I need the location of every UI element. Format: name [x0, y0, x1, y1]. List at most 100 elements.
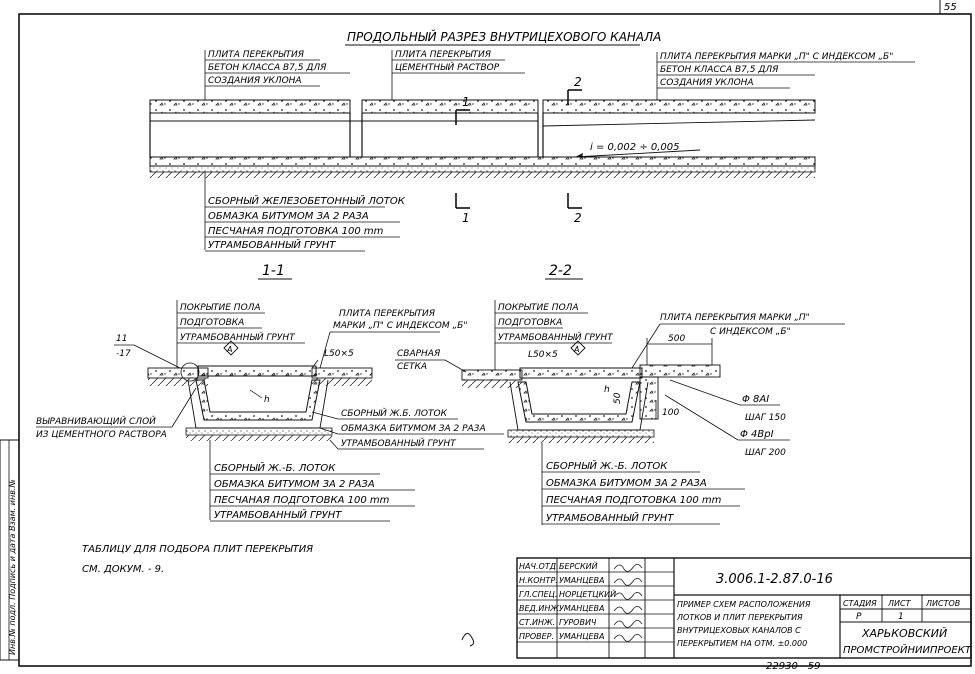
s1-level-2: ИЗ ЦЕМЕНТНОГО РАСТВОРА [36, 430, 167, 440]
s1-slab-2: МАРКИ „П" С ИНДЕКСОМ „Б" [333, 321, 468, 331]
soil [150, 172, 815, 178]
name-1: БЕРСКИЙ [559, 560, 598, 571]
s1-slab-1: ПЛИТА ПЕРЕКРЫТИЯ [339, 309, 435, 319]
sand-bed [149, 165, 816, 173]
section-1-marker: A [226, 345, 232, 354]
slab-left [149, 99, 351, 114]
s2-dim-100: 100 [662, 408, 679, 418]
s1-layer-1: ПОКРЫТИЕ ПОЛА [180, 303, 261, 313]
s1-layer-3: УТРАМБОВАННЫЙ ГРУНТ [180, 331, 296, 343]
longitudinal-section: i = 0,002 ÷ 0,005 ПЛИТА ПЕРЕКРЫТИЯ БЕТОН… [149, 50, 915, 252]
desc-1: ПРИМЕР СХЕМ РАСПОЛОЖЕНИЯ [677, 600, 811, 609]
cut-2-top: 2 [574, 75, 582, 89]
s2-rebar-2b: ШАГ 200 [745, 448, 786, 458]
long-bottom-4: УТРАМБОВАННЫЙ ГРУНТ [208, 238, 336, 251]
stage-value: Р [856, 612, 862, 622]
slab-right [542, 99, 816, 114]
callout-left-2: БЕТОН КЛАССА В7,5 ДЛЯ [208, 63, 326, 73]
s1-ref-b: -17 [116, 349, 131, 359]
role-6: ПРОВЕР. [519, 632, 554, 641]
section-1-title: 1-1 [262, 263, 285, 279]
section-2-2: 2-2 A 500 50 h 100 ПОКРЫТИЕ ПОЛА ПОДГОТО… [395, 263, 845, 525]
sheet-header: ЛИСТ [887, 599, 912, 608]
s2-layer-3: УТРАМБОВАННЫЙ ГРУНТ [498, 331, 614, 343]
left-stamp: Инв.№ подл. Подпись и дата Взам. инв.№ [0, 439, 20, 661]
slab-mid [361, 99, 539, 114]
section-2-title: 2-2 [549, 263, 572, 279]
org-line-2: ПРОМСТРОЙНИИПРОЕКТ [843, 643, 972, 656]
callout-right-3: СОЗДАНИЯ УКЛОНА [660, 78, 754, 88]
long-bottom-3: ПЕСЧАНАЯ ПОДГОТОВКА 100 mm [208, 226, 384, 237]
callout-left-3: СОЗДАНИЯ УКЛОНА [208, 76, 302, 86]
s1-level-1: ВЫРАВНИВАЮЩИЙ СЛОЙ [36, 415, 156, 427]
s1-soil: УТРАМБОВАННЫЙ ГРУНТ [341, 437, 457, 449]
title-block: НАЧ.ОТД. Н.КОНТР. ГЛ.СПЕЦ. ВЕД.ИНЖ. СТ.И… [516, 557, 972, 659]
cut-1-bottom: 1 [462, 211, 470, 225]
name-2: УМАНЦЕВА [559, 576, 605, 585]
role-5: СТ.ИНЖ. [519, 618, 555, 627]
long-bottom-2: ОБМАЗКА БИТУМОМ ЗА 2 РАЗА [208, 211, 369, 222]
name-3: НОРЦЕТЦКИЙ [559, 588, 616, 599]
s1-bottom-2: ОБМАЗКА БИТУМОМ ЗА 2 РАЗА [214, 479, 375, 490]
callout-mid-1: ПЛИТА ПЕРЕКРЫТИЯ [395, 50, 491, 60]
s2-bottom-3: ПЕСЧАНАЯ ПОДГОТОВКА 100 mm [546, 495, 722, 506]
callout-left-1: ПЛИТА ПЕРЕКРЫТИЯ [208, 50, 304, 60]
section-2-tray [517, 381, 641, 423]
s1-bottom-1: СБОРНЫЙ Ж.-Б. ЛОТОК [214, 461, 336, 474]
s2-layer-2: ПОДГОТОВКА [498, 318, 562, 328]
s2-mesh-2: СЕТКА [397, 362, 427, 372]
s2-dim-50: 50 [613, 392, 623, 404]
role-4: ВЕД.ИНЖ. [519, 604, 562, 613]
role-2: Н.КОНТР. [519, 576, 558, 585]
callout-right-1: ПЛИТА ПЕРЕКРЫТИЯ МАРКИ „П" С ИНДЕКСОМ „Б… [660, 52, 893, 62]
sheet-value: 1 [898, 612, 904, 622]
signatures [613, 564, 643, 642]
s2-h: h [604, 385, 610, 395]
s1-bottom-3: ПЕСЧАНАЯ ПОДГОТОВКА 100 mm [214, 495, 390, 506]
s1-tray: СБОРНЫЙ Ж.Б. ЛОТОК [341, 407, 448, 419]
name-6: УМАНЦЕВА [559, 632, 605, 641]
desc-2: ЛОТКОВ И ПЛИТ ПЕРЕКРЫТИЯ [676, 613, 803, 622]
callout-mid-2: ЦЕМЕНТНЫЙ РАСТВОР [395, 61, 500, 73]
slope-label: i = 0,002 ÷ 0,005 [590, 142, 680, 153]
section-2-marker: A [573, 345, 579, 354]
s2-mesh-1: СВАРНАЯ [397, 349, 440, 359]
section-2-slab [519, 367, 643, 379]
sheet-frame [18, 13, 972, 667]
section-1-slab [197, 365, 317, 377]
tray-bottom [149, 156, 816, 167]
main-title: ПРОДОЛЬНЫЙ РАЗРЕЗ ВНУТРИЦЕХОВОГО КАНАЛА [347, 29, 661, 44]
s2-slab-2: С ИНДЕКСОМ „Б" [710, 327, 791, 337]
role-3: ГЛ.СПЕЦ. [519, 590, 557, 599]
name-4: УМАНЦЕВА [559, 604, 605, 613]
stage-header: СТАДИЯ [843, 599, 877, 608]
section-1-h: h [264, 395, 270, 405]
desc-3: ВНУТРИЦЕХОВЫХ КАНАЛОВ С [677, 626, 801, 635]
desc-4: ПЕРЕКРЫТИЕМ НА ОТМ. ±0.000 [677, 639, 807, 648]
s2-rebar-1a: Φ 8AI [742, 394, 769, 405]
s2-bottom-2: ОБМАЗКА БИТУМОМ ЗА 2 РАЗА [546, 478, 707, 489]
section-1-1: 1-1 h A ПОКРЫТИЕ ПОЛА ПОДГОТОВКА УТРАМБО… [36, 263, 504, 522]
s2-angle: L50×5 [528, 350, 558, 360]
s2-dim-500: 500 [668, 334, 685, 344]
sheets-header: ЛИСТОВ [925, 599, 960, 608]
bottom-number: 22930 - 59 [766, 661, 821, 670]
s2-rebar-1b: ШАГ 150 [745, 413, 786, 423]
drawing-code: 3.006.1-2.87.0-16 [716, 572, 833, 587]
s2-rebar-2a: Φ 4ВрI [740, 429, 774, 440]
scribble-mark [461, 633, 475, 647]
cut-1-top: 1 [462, 95, 470, 109]
s2-bottom-4: УТРАМБОВАННЫЙ ГРУНТ [546, 511, 674, 524]
long-bottom-1: СБОРНЫЙ ЖЕЛЕЗОБЕТОННЫЙ ЛОТОК [208, 194, 406, 207]
s1-coat: ОБМАЗКА БИТУМОМ ЗА 2 РАЗА [341, 424, 486, 434]
org-line-1: ХАРЬКОВСКИЙ [861, 627, 947, 640]
name-5: ГУРОВИЧ [559, 618, 597, 627]
s1-bottom-4: УТРАМБОВАННЫЙ ГРУНТ [214, 508, 342, 521]
page-number: 55 [944, 2, 957, 13]
cut-2-bottom: 2 [574, 211, 582, 225]
section-1-tray [195, 379, 321, 421]
s1-angle: L50×5 [324, 349, 354, 359]
note-line-1: ТАБЛИЦУ ДЛЯ ПОДБОРА ПЛИТ ПЕРЕКРЫТИЯ [82, 544, 313, 555]
note-line-2: СМ. ДОКУМ. - 9. [82, 564, 164, 575]
